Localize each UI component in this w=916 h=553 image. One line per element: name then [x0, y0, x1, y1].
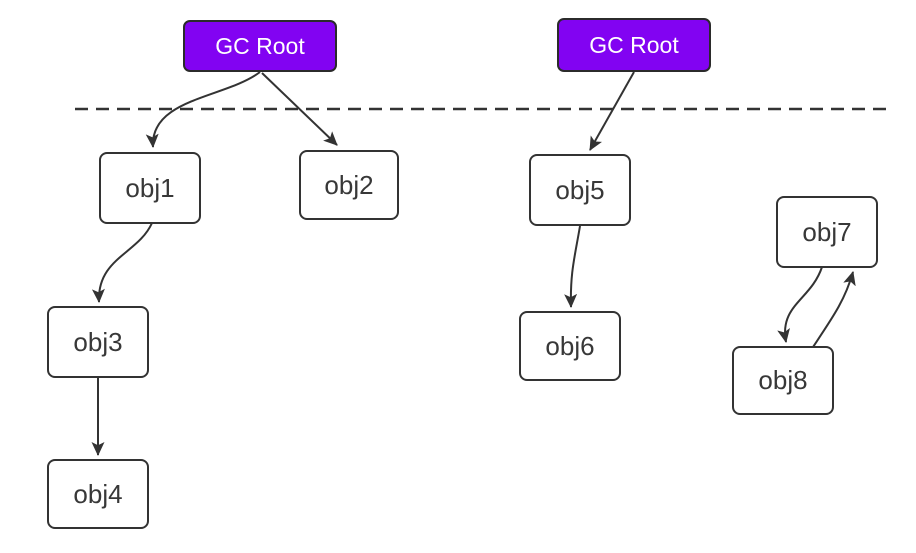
obj7-box: [776, 196, 878, 268]
obj2-box: [299, 150, 399, 220]
gc-root-1-node: GC Root: [183, 20, 337, 72]
edge-root1-obj1: [145, 71, 261, 148]
edge-obj1-obj3: [91, 222, 153, 303]
obj1-label: obj1: [125, 173, 174, 203]
obj7-node: obj7: [776, 196, 878, 268]
obj6-box: [519, 311, 621, 381]
obj3-node: obj3: [47, 306, 149, 378]
edge-root2-obj5: [589, 71, 635, 151]
edge-root1-obj2: [261, 72, 338, 146]
gc-root-1-label: GC Root: [215, 33, 305, 59]
obj4-label: obj4: [73, 479, 122, 509]
edge-obj7-obj8: [777, 266, 823, 343]
gc-root-2-label: GC Root: [589, 32, 679, 58]
gc-root-2-box: [557, 18, 711, 72]
obj6-label: obj6: [545, 331, 594, 361]
obj8-node: obj8: [732, 346, 834, 415]
obj3-label: obj3: [73, 327, 122, 357]
obj2-label: obj2: [324, 170, 373, 200]
obj6-node: obj6: [519, 311, 621, 381]
obj5-label: obj5: [555, 175, 604, 205]
edge-obj5-obj6: [564, 225, 581, 308]
obj4-box: [47, 459, 149, 529]
obj3-box: [47, 306, 149, 378]
obj4-node: obj4: [47, 459, 149, 529]
gc-root-2-node: GC Root: [557, 18, 711, 72]
obj1-box: [99, 152, 201, 224]
edge-obj8-obj7: [812, 271, 856, 348]
obj5-box: [529, 154, 631, 226]
gc-root-1-box: [183, 20, 337, 72]
obj8-label: obj8: [758, 365, 807, 395]
obj1-node: obj1: [99, 152, 201, 224]
obj2-node: obj2: [299, 150, 399, 220]
obj7-label: obj7: [802, 217, 851, 247]
obj5-node: obj5: [529, 154, 631, 226]
obj8-box: [732, 346, 834, 415]
